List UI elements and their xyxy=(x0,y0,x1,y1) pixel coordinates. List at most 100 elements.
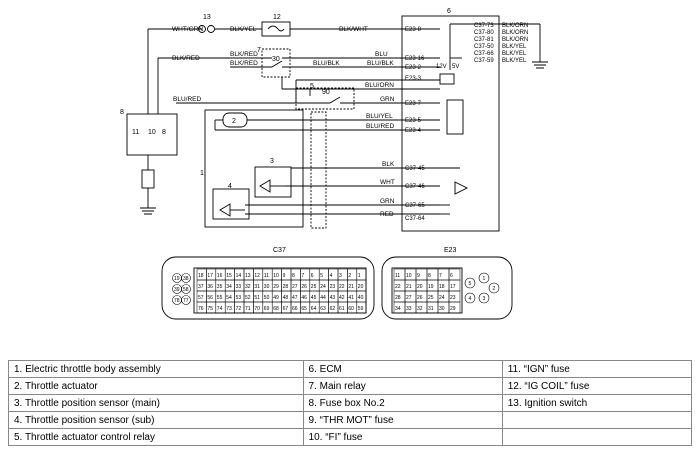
connector-pin: 60 xyxy=(348,306,354,312)
connector-pin: 70 xyxy=(254,306,260,312)
callout: 12 xyxy=(273,14,281,21)
wire-label: BLU/BLK xyxy=(313,60,340,67)
wire-label: BLU/YEL xyxy=(366,113,393,120)
tps-main xyxy=(254,166,292,198)
legend-cell xyxy=(501,428,693,446)
connector-round-pin xyxy=(478,272,490,284)
connector-pin-cell xyxy=(356,301,367,314)
legend-cell: 6. ECM xyxy=(302,360,503,378)
connector-pin: 18 xyxy=(439,284,445,290)
ecm-right-wire: BLK/YEL xyxy=(502,44,527,50)
connector-pin: 10 xyxy=(406,273,412,279)
connector-pin-cell xyxy=(448,301,461,314)
legend-cell: 10. “FI” fuse xyxy=(302,428,503,446)
connector-pin: 7 xyxy=(439,273,442,279)
connector-pin: 8 xyxy=(292,273,295,279)
ecm-right-pin: C37-66 xyxy=(474,51,494,57)
fuse-box-no2 xyxy=(126,113,178,156)
connector-pin: 25 xyxy=(428,295,434,301)
connector-pin: 74 xyxy=(217,306,223,312)
connector-pin: 22 xyxy=(339,284,345,290)
connector-pin: 34 xyxy=(226,284,232,290)
connector-pin: 41 xyxy=(348,295,354,301)
connector-pin: 66 xyxy=(292,306,298,312)
wire-label: BLK xyxy=(382,161,395,168)
connector-pin: 28 xyxy=(283,284,289,290)
connector-title: E23 xyxy=(444,247,457,254)
connector-pin: 30 xyxy=(439,306,445,312)
legend-cell: 9. “THR MOT” fuse xyxy=(302,411,503,429)
connector-pin: 25 xyxy=(311,284,317,290)
connector-pin: 19 xyxy=(428,284,434,290)
legend-cell: 13. Ignition switch xyxy=(501,394,693,412)
connector-pin: 33 xyxy=(236,284,242,290)
ecm-pin: E23-5 xyxy=(405,118,422,124)
connector-pin: 40 xyxy=(358,295,364,301)
connector-pin: 54 xyxy=(226,295,232,301)
connector-pin: 38 xyxy=(183,276,189,282)
legend-cell: 3. Throttle position sensor (main) xyxy=(8,394,304,412)
connector-pin: 39 xyxy=(174,287,180,293)
connector-pin: 14 xyxy=(236,273,242,279)
legend-cell: 7. Main relay xyxy=(302,377,503,395)
connector-pin: 32 xyxy=(245,284,251,290)
connector-pin: 24 xyxy=(439,295,445,301)
wire-label: BLU xyxy=(375,51,388,58)
connector-pin: 10 xyxy=(273,273,279,279)
legend-cell: 11. “IGN” fuse xyxy=(501,360,693,378)
connector-pin: 34 xyxy=(395,306,401,312)
connector-e23 xyxy=(381,256,513,320)
connector-pin: 57 xyxy=(198,295,204,301)
connector-pin: 11 xyxy=(395,273,400,279)
callout: 13 xyxy=(203,14,211,21)
ecm-right-pin: C37-50 xyxy=(474,44,494,50)
connector-pin: 55 xyxy=(217,295,223,301)
connector-pin: 1 xyxy=(483,276,486,282)
ecm-pin: C37-65 xyxy=(405,203,425,209)
connector-pin: 6 xyxy=(311,273,314,279)
connector-pin: 35 xyxy=(217,284,223,290)
connector-pin: 31 xyxy=(428,306,434,312)
legend-cell: 5. Throttle actuator control relay xyxy=(8,428,304,446)
connector-title: C37 xyxy=(273,247,286,254)
voltage-5v: 5V xyxy=(452,64,459,70)
connector-pin: 48 xyxy=(283,295,289,301)
connector-pin: 18 xyxy=(198,273,204,279)
wire-label: BLK/WHT xyxy=(339,26,368,33)
callout: 4 xyxy=(228,183,232,190)
connector-pin: 59 xyxy=(358,306,364,312)
connector-pin: 9 xyxy=(283,273,286,279)
ecm-pin: E23-3 xyxy=(405,76,422,82)
connector-pin: 3 xyxy=(339,273,342,279)
connector-pin: 2 xyxy=(348,273,351,279)
connector-pin: 45 xyxy=(311,295,317,301)
callout: 5 xyxy=(310,83,314,90)
connector-pin: 7 xyxy=(301,273,304,279)
electric-throttle-body-assembly xyxy=(204,109,304,228)
connector-pin: 3 xyxy=(483,296,486,302)
connector-pin: 52 xyxy=(245,295,251,301)
connector-pin: 13 xyxy=(245,273,251,279)
wiring-diagram: WHT/GRN BLK/YEL BLK/WHT BLK/RED BLK/RED … xyxy=(120,8,548,320)
connector-pin: 49 xyxy=(273,295,279,301)
connector-pin: 78 xyxy=(174,298,180,304)
connector-round-pin xyxy=(464,277,476,289)
connector-pin: 12 xyxy=(254,273,260,279)
callout: 2 xyxy=(232,118,236,125)
connector-pin: 53 xyxy=(236,295,242,301)
connector-pin: 43 xyxy=(330,295,336,301)
connector-pin: 63 xyxy=(320,306,326,312)
wire-label: WHT/GRN xyxy=(172,26,203,33)
ecm-pin: E23-16 xyxy=(405,56,425,62)
ecm-pin: E23-8 xyxy=(405,27,422,33)
wire-label: BLK/RED xyxy=(230,51,258,58)
connector-pin: 17 xyxy=(450,284,456,290)
main-relay xyxy=(261,48,291,78)
ecm-right-pin: C37-59 xyxy=(474,58,494,64)
wire-label: GRN xyxy=(380,198,395,205)
ecm-pin: C37-45 xyxy=(405,166,425,172)
ecm-pin: E23-2 xyxy=(405,65,422,71)
connector-round-pin xyxy=(181,284,191,294)
